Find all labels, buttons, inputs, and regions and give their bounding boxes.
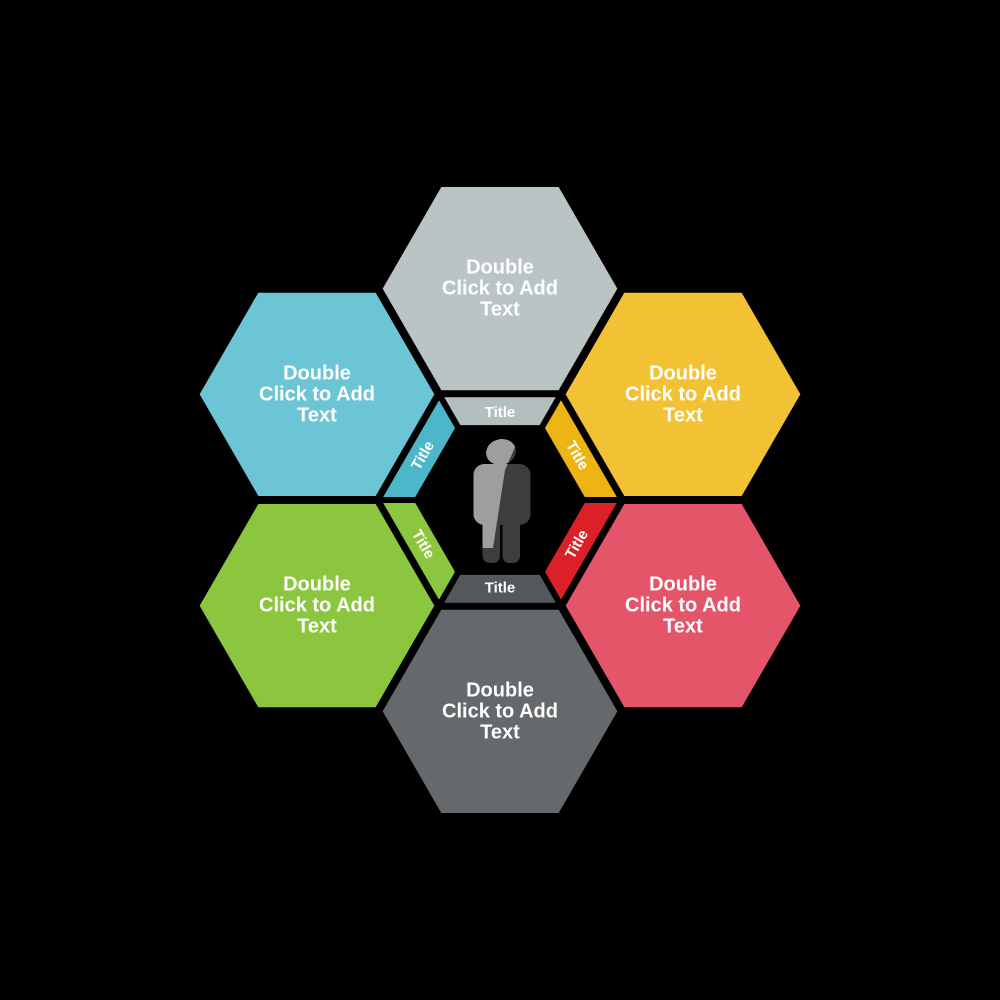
title-tab-bottom-label: Title bbox=[485, 580, 516, 597]
label-line: Click to Add bbox=[442, 700, 558, 722]
hexagon-top-label: Double Click to Add Text bbox=[442, 257, 558, 321]
person-highlight-light bbox=[473, 435, 526, 548]
label-line: Double bbox=[283, 362, 351, 384]
label-line: Text bbox=[480, 721, 520, 743]
label-line: Text bbox=[663, 616, 703, 638]
label-line: Text bbox=[297, 616, 337, 638]
hexagon-lower-right-label: Double Click to Add Text bbox=[625, 574, 741, 638]
petal-lower-right: Double Click to Add Text bbox=[556, 496, 810, 716]
title-ring: Title Title Title Title Title Title bbox=[372, 388, 628, 612]
label-line: Click to Add bbox=[625, 383, 741, 405]
title-tab-top-label: Title bbox=[485, 404, 516, 421]
label-line: Click to Add bbox=[259, 383, 375, 405]
label-line: Double bbox=[649, 362, 717, 384]
label-line: Click to Add bbox=[625, 595, 741, 617]
label-line: Double bbox=[466, 679, 534, 701]
label-line: Text bbox=[663, 404, 703, 426]
title-tab-bottom[interactable] bbox=[433, 568, 567, 609]
label-line: Double bbox=[283, 574, 351, 596]
label-line: Click to Add bbox=[259, 595, 375, 617]
hexagon-upper-left-label: Double Click to Add Text bbox=[259, 362, 375, 426]
hexagon-upper-right-label: Double Click to Add Text bbox=[625, 362, 741, 426]
petal-upper-left: Double Click to Add Text bbox=[190, 284, 444, 504]
label-line: Click to Add bbox=[442, 278, 558, 300]
label-line: Double bbox=[649, 574, 717, 596]
hexagon-lower-left-label: Double Click to Add Text bbox=[259, 574, 375, 638]
label-line: Text bbox=[297, 404, 337, 426]
label-line: Double bbox=[466, 257, 534, 279]
hexagon-bottom-label: Double Click to Add Text bbox=[442, 679, 558, 743]
label-line: Text bbox=[480, 299, 520, 321]
